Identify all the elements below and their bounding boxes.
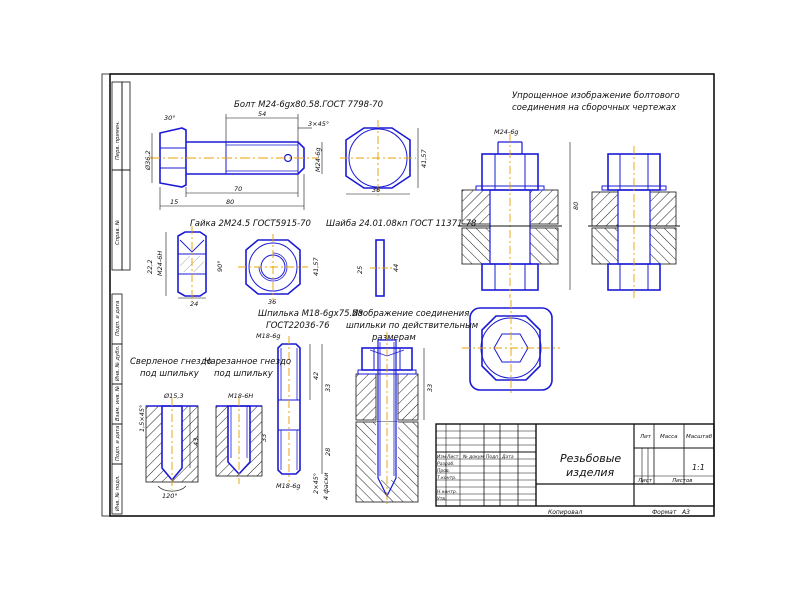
bolt-dimensions	[151, 114, 323, 210]
stamp-sheet-label: Лист	[637, 478, 653, 484]
stamp-prov: Пров.	[437, 468, 450, 474]
dim-bolt-shank: 70	[234, 185, 242, 193]
dim-washer-d: 44	[392, 264, 400, 272]
stamp-format: Формат	[652, 509, 677, 516]
bolt-hex-dims	[346, 128, 419, 195]
dim-drill-diam: Ø15,3	[163, 392, 184, 400]
dim-stud-bottom-chamfer: 2×45°	[312, 473, 320, 494]
stamp-title-2: изделия	[566, 466, 615, 479]
dim-nut-width: 24	[190, 300, 198, 308]
dim-stud-len3: 28	[324, 448, 332, 456]
stamp-razrab: Разраб.	[437, 461, 455, 467]
dim-hex-corner: 41,57	[420, 149, 428, 168]
strip-podp-data-1: Подп. и дата	[115, 301, 121, 336]
stamp-date: Дата	[501, 454, 514, 460]
stamp-ndoc: № докум	[462, 454, 484, 460]
bolt-caption: Болт М24-6gx80.58.ГОСТ 7798-70	[234, 100, 383, 110]
stamp-copied: Копировал	[548, 509, 582, 516]
drilled-caption-1: Сверленое гнездо	[130, 357, 212, 367]
dim-nut-chamfer: 90°	[216, 260, 224, 272]
dim-stud-len1: 42	[312, 372, 320, 380]
dim-assembly-len: 80	[572, 202, 580, 210]
dim-bolt-length: 80	[226, 198, 234, 206]
stamp-izm: Изм	[437, 454, 447, 460]
threaded-caption-2: под шпильку	[214, 369, 274, 379]
dim-drill-depth: 43	[192, 438, 200, 446]
threaded-hole-view	[215, 398, 263, 484]
dim-tap-depth: 33	[260, 434, 268, 442]
stamp-nkontr: Н.контр.	[437, 489, 457, 495]
nut-hex-axes	[238, 234, 308, 300]
stamp-sign: Подп	[486, 454, 498, 460]
simplified-caption-1: Упрощенное изображение болтового	[512, 91, 680, 101]
stamp-col-scale: Масштаб	[686, 434, 713, 440]
dim-nut-thread: М24-6Н	[156, 251, 164, 276]
dim-tap-thread: М18-6Н	[228, 392, 253, 400]
dim-drill-angle: 120°	[162, 492, 178, 500]
dim-nut-flat: 36	[268, 298, 276, 306]
strip-inv-podl: Инв. № подл.	[115, 475, 121, 511]
strip-perv-primen: Перв. примен.	[115, 121, 121, 160]
dim-bolt-chamfer: 30°	[164, 114, 176, 122]
dim-drill-chamfer: 1,5×45°	[138, 405, 146, 432]
stamp-col-lit: Лит	[639, 434, 652, 440]
stud-view	[277, 343, 301, 475]
dim-stud-end: 4 фаски	[322, 473, 330, 500]
sheet-frame	[101, 73, 715, 517]
drilled-caption-2: под шпильку	[140, 369, 200, 379]
dim-bolt-thread-len: 54	[258, 110, 266, 118]
dim-bolt-head: 15	[170, 198, 178, 206]
dim-bolt-thread: М24-6g	[314, 148, 322, 173]
stud-joint-caption-1: Изображение соединения	[352, 309, 469, 319]
side-strip	[111, 81, 131, 515]
stud-caption-2: ГОСТ22036-76	[266, 321, 330, 331]
title-block	[435, 423, 715, 507]
bolt-hex-axes	[340, 120, 416, 196]
drilled-hole-view	[145, 398, 199, 492]
stud-caption-1: Шпилька М18-6gx75.58	[258, 309, 364, 319]
strip-sprav: Справ. №	[115, 220, 121, 245]
dim-joint-len: 33	[426, 384, 434, 392]
stud-joint-caption-2: шпильки по действительным	[346, 321, 479, 331]
simplified-caption-2: соединения на сборочных чертежах	[512, 103, 677, 113]
stamp-sheets-label: Листов	[671, 478, 693, 484]
strip-podp-data-2: Подп. и дата	[115, 426, 121, 461]
nut-caption: Гайка 2М24.5 ГОСТ5915-70	[190, 219, 311, 229]
dim-nut-height: 22,2	[146, 260, 154, 274]
dim-stud-len2: 33	[324, 384, 332, 392]
threaded-caption-1: Нарезанное гнездо	[204, 357, 291, 367]
dim-washer-t: 25	[356, 266, 364, 274]
stamp-format-value: А3	[681, 509, 690, 516]
dim-stud-top-thread: М18-6g	[256, 332, 281, 340]
dim-bolt-diam: Ø36,2	[144, 150, 152, 171]
dim-assembly-thread: М24-6g	[494, 128, 519, 136]
assembly-top-axes	[462, 300, 560, 396]
stamp-utv: Утв.	[437, 496, 446, 502]
stud-joint-caption-3: размерам	[371, 333, 416, 343]
strip-inv-dubl: Инв. № дубл.	[115, 346, 121, 382]
stud-joint-view	[355, 332, 425, 504]
washer-caption: Шайба 24.01.08кп ГОСТ 11371-78	[326, 219, 477, 229]
bolt-front-view	[159, 127, 305, 188]
stamp-title-1: Резьбовые	[560, 452, 621, 465]
simplified-assembly-right	[588, 146, 680, 298]
simplified-assembly-left	[458, 134, 571, 298]
dim-hex-flat: 36	[372, 186, 380, 194]
stamp-tkontr: Т.контр.	[437, 475, 457, 481]
stamp-list: Лист	[446, 454, 459, 460]
stamp-scale-value: 1:1	[692, 463, 705, 472]
stud-dims	[309, 344, 323, 474]
nut-dims	[165, 232, 206, 299]
dim-bolt-chamfer-len: 3×45°	[308, 120, 329, 128]
dim-nut-corner: 41,57	[312, 257, 320, 276]
strip-vzam-inv: Взам. инв. №	[115, 386, 121, 421]
stamp-col-mass: Масса	[660, 434, 678, 440]
dim-stud-bottom-thread: М18-6g	[276, 482, 301, 490]
